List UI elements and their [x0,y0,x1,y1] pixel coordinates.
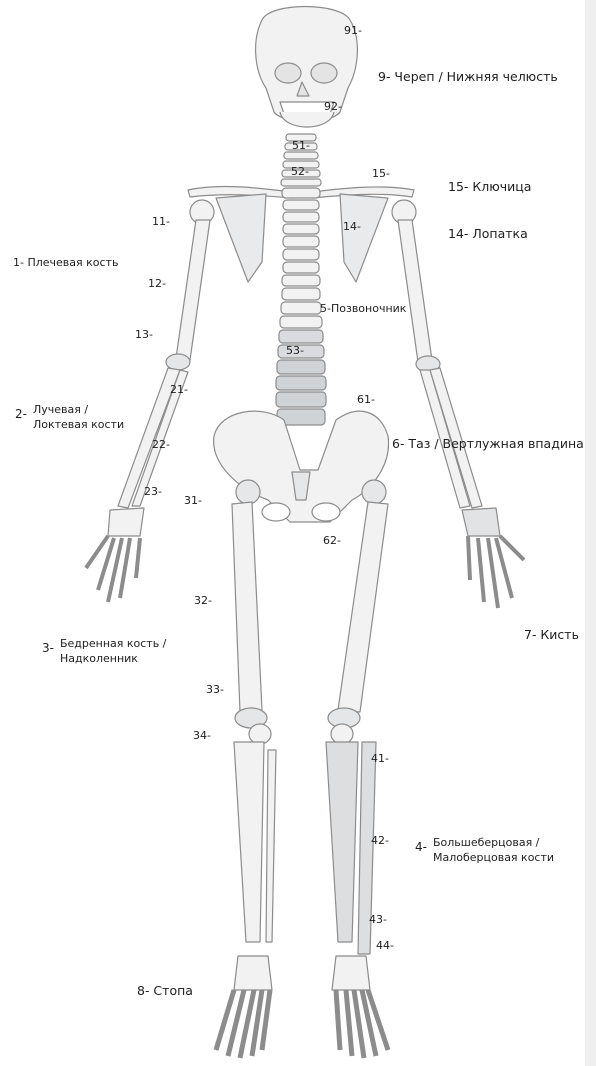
scapula-caption: 14- Лопатка [448,227,528,240]
spine-label: Позвоночник [331,302,406,315]
marker-42: 42- [371,834,389,847]
femur-caption: 3- Бедренная кость /Надколенник [42,636,166,666]
forearm-caption: 2- Лучевая /Локтевая кости [15,402,124,432]
thoracic-lumbar-spine [276,188,326,425]
right-scroll-gutter [585,0,596,1066]
right-patella [331,724,353,744]
marker-53: 53- [286,344,304,357]
pelvis-caption: 6- Таз / Вертлужная впадина [392,437,584,450]
marker-52: 52- [291,165,309,178]
marker-21: 21- [170,383,188,396]
clavicle-caption: 15- Ключица [448,180,531,193]
marker-23: 23- [144,485,162,498]
marker-91: 91- [344,24,362,37]
marker-44: 44- [376,939,394,952]
right-hand [462,508,524,608]
right-foot [332,956,388,1058]
hand-caption: 7- Кисть [524,628,579,641]
marker-51: 51- [292,139,310,152]
humerus-caption: 1- Плечевая кость [13,256,118,269]
foot-caption: 8- Стопа [137,984,193,997]
marker-61: 61- [357,393,375,406]
marker-31: 31- [184,494,202,507]
marker-41: 41- [371,752,389,765]
marker-13: 13- [135,328,153,341]
left-femur [232,480,267,728]
marker-14: 14- [343,220,361,233]
left-patella [249,724,271,744]
right-arm [398,220,482,508]
skull-caption: 9- Череп / Нижняя челюсть [378,70,558,83]
marker-34: 34- [193,729,211,742]
left-shin [234,742,276,942]
marker-5: 5-Позвоночник [320,302,406,315]
left-foot [216,956,272,1058]
marker-62: 62- [323,534,341,547]
marker-22: 22- [152,438,170,451]
marker-15: 15- [372,167,390,180]
left-hand [86,508,144,602]
skull [256,7,358,128]
marker-33: 33- [206,683,224,696]
marker-12: 12- [148,277,166,290]
shin-caption: 4- Большеберцовая /Малоберцовая кости [415,835,554,865]
marker-92: 92- [324,100,342,113]
marker-43: 43- [369,913,387,926]
marker-11: 11- [152,215,170,228]
left-arm [118,220,210,508]
marker-32: 32- [194,594,212,607]
